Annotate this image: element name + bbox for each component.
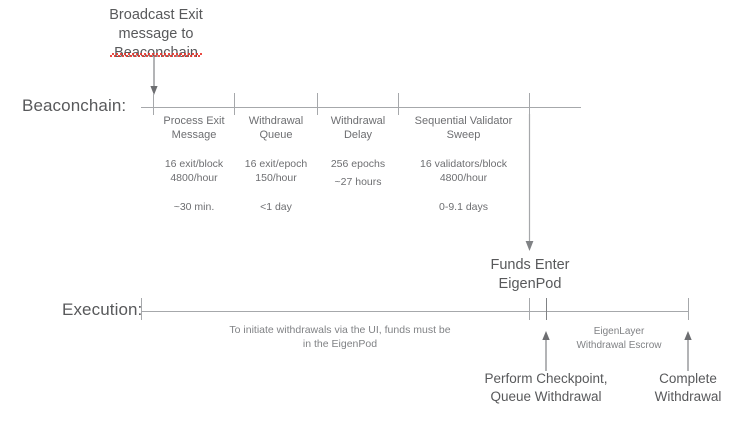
phase-3-rate-line2: 4800/hour (439, 171, 488, 184)
funds-enter-eigenpod-label: Funds Enter EigenPod (460, 256, 600, 294)
phase-0-rate-line1: 16 exit/block (164, 158, 224, 171)
phase-0-title-line1: Process Exit (163, 115, 225, 127)
funds-enter-connector-arrow-icon (522, 114, 538, 252)
complete-withdrawal-label: Complete Withdrawal (633, 370, 738, 406)
eigenlayer-withdrawal-escrow-note: EigenLayer Withdrawal Escrow (557, 325, 681, 352)
phase-0-duration: ~30 min. (173, 201, 215, 214)
perform-checkpoint-label: Perform Checkpoint, Queue Withdrawal (458, 370, 634, 406)
perform-checkpoint-arrow-icon (539, 331, 553, 371)
phase-2-duration: ~27 hours (334, 175, 382, 188)
phase-3-title-line1: Sequential Validator (414, 115, 513, 127)
execution-tick-complete (688, 298, 689, 320)
phase-sequential-validator-sweep: Sequential Validator Sweep 16 validators… (398, 114, 529, 214)
phase-withdrawal-delay: Withdrawal Delay 256 epochs ~27 hours (314, 114, 402, 189)
beaconchain-tick-1 (234, 93, 235, 115)
phase-1-title-line2: Queue (259, 129, 293, 142)
phase-0-rate-line2: 4800/hour (170, 171, 218, 184)
beaconchain-axis (141, 107, 581, 108)
marker-1-line1: Complete (659, 371, 717, 386)
execution-note-line1: To initiate withdrawals via the UI, fund… (229, 324, 451, 336)
phase-1-title-line1: Withdrawal (248, 115, 304, 127)
beaconchain-tick-2 (317, 93, 318, 115)
execution-row-label: Execution: (62, 300, 143, 319)
phase-2-rate-line1: 256 epochs (330, 158, 386, 171)
execution-ui-note: To initiate withdrawals via the UI, fund… (190, 323, 490, 351)
phase-withdrawal-queue: Withdrawal Queue 16 exit/epoch 150/hour … (232, 114, 320, 214)
phase-2-title-line1: Withdrawal (330, 115, 386, 127)
phase-0-title-line2: Message (171, 129, 217, 142)
execution-tick-checkpoint (546, 298, 547, 320)
execution-axis (141, 311, 689, 312)
phase-1-duration: <1 day (260, 201, 292, 214)
broadcast-exit-line1: Broadcast Exit (109, 7, 203, 23)
beaconchain-tick-0 (153, 93, 154, 115)
beaconchain-row-label: Beaconchain: (22, 96, 127, 115)
phase-3-rate-line1: 16 validators/block (420, 158, 507, 171)
phase-1-rate-line1: 16 exit/epoch (244, 158, 308, 171)
marker-1-line2: Withdrawal (654, 388, 722, 404)
phase-2-title-line2: Delay (343, 129, 373, 142)
beaconchain-tick-4 (529, 93, 530, 115)
funds-enter-line1: Funds Enter (490, 257, 570, 273)
execution-note-line2: in the EigenPod (302, 338, 378, 351)
phase-3-duration: 0-9.1 days (438, 201, 489, 214)
funds-enter-line2: EigenPod (498, 276, 562, 293)
phase-3-title-line2: Sweep (446, 129, 481, 142)
execution-tick-funds-enter (529, 298, 530, 320)
complete-withdrawal-arrow-icon (681, 331, 695, 371)
broadcast-exit-callout: Broadcast Exit message to Beaconchain (76, 6, 236, 63)
escrow-note-line1: EigenLayer (593, 326, 645, 337)
execution-tick-start (141, 298, 142, 320)
beaconchain-tick-3 (398, 93, 399, 115)
phase-1-rate-line2: 150/hour (255, 171, 297, 184)
marker-0-line2: Queue Withdrawal (490, 388, 602, 404)
broadcast-exit-arrow-icon (146, 56, 162, 96)
escrow-note-line2: Withdrawal Escrow (576, 339, 662, 351)
marker-0-line1: Perform Checkpoint, (484, 371, 608, 386)
broadcast-exit-line2: message to (118, 26, 194, 43)
phase-process-exit-message: Process Exit Message 16 exit/block 4800/… (150, 114, 238, 214)
spellcheck-underline-icon (110, 53, 202, 57)
